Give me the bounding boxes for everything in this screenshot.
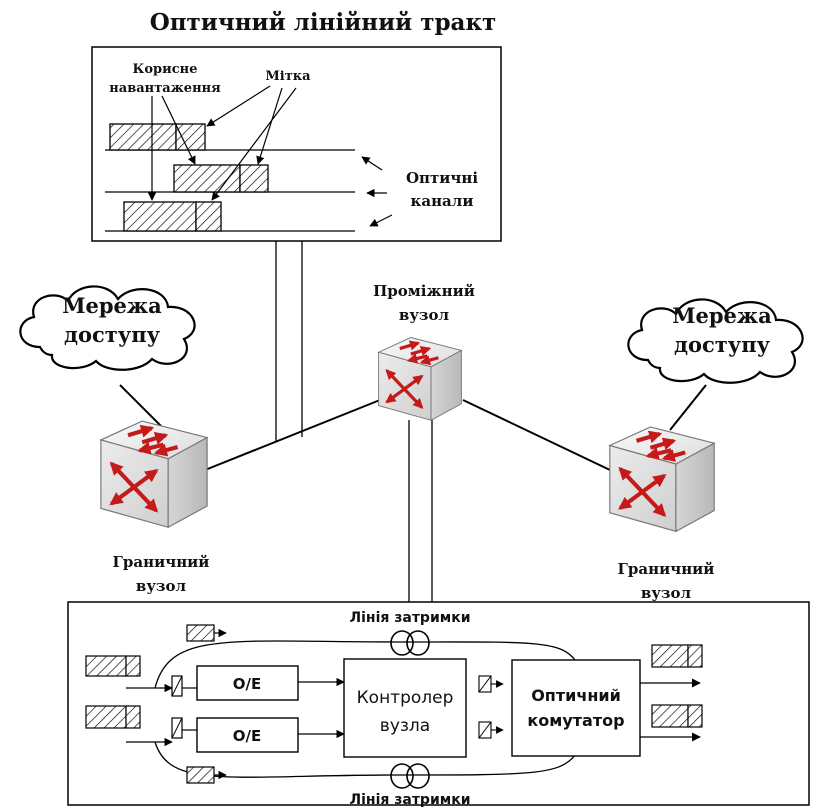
access-right-line1: Мережа [672,303,772,328]
oe-bottom-label: O/E [233,727,261,745]
packet-channel-2 [173,164,269,193]
access-left-line1: Мережа [62,293,162,318]
node-controller [343,658,467,758]
intermediate-node-line1: Проміжний [373,282,475,300]
node-internals-panel: Лінія затримки Лінія затримки O [67,601,810,808]
packet-channel-3 [123,201,222,232]
router-cube-icon [101,421,207,527]
diagram-title: Оптичний лінійний тракт [150,9,497,36]
oe-top-label: O/E [233,675,261,693]
delay-line-top-label: Лінія затримки [349,610,470,626]
edge-left-line2: вузол [136,577,187,595]
edge-left-line1: Граничний [113,553,210,571]
fiber-coil-icon [390,630,430,656]
delay-line-top [154,640,576,689]
oe-converter-bottom [196,717,299,753]
delay-line-bottom-label: Лінія затримки [349,792,470,808]
link-tube-top [275,241,303,442]
input-packet-bottom [85,705,141,729]
hatched-packet-icon [186,766,227,784]
controller-line2: вузла [380,716,430,736]
optical-switch [511,659,641,757]
payload-label-line1: Корисне [133,62,198,77]
fiber-coil-icon [390,763,430,789]
controller-line1: Контролер [357,688,454,708]
optical-channels-line1: Оптичні [406,169,478,187]
input-packet-top [85,655,141,677]
payload-label-line2: навантаження [109,81,221,96]
switch-line1: Оптичний [531,686,621,705]
intermediate-node-line2: вузол [399,306,450,324]
edge-node-left: Граничний вузол [101,421,210,595]
output-packet-top [651,644,703,668]
oe-converter-top [196,665,299,701]
edge-right-line2: вузол [641,584,692,602]
delay-line-bottom [154,741,576,778]
edge-right-line1: Граничний [618,560,715,578]
access-left-line2: доступу [64,322,161,347]
router-cube-icon [379,338,462,421]
output-packet-bottom [651,704,703,728]
switch-line2: комутатор [527,711,624,730]
link-tube-bottom [408,420,433,602]
access-network-right: Мережа доступу [627,298,804,385]
optical-channels-line2: канали [411,192,474,210]
optical-line-path-panel: Корисне навантаження Мітка [91,46,502,242]
intermediate-node: Проміжний вузол [373,282,475,420]
hatched-packet-icon [186,624,227,642]
packet-channel-1 [109,123,206,151]
access-right-line2: доступу [674,332,771,357]
edge-node-right: Граничний вузол [610,427,715,602]
label-label: Мітка [265,69,311,84]
router-cube-icon [610,427,714,531]
access-network-left: Мережа доступу [19,285,196,372]
network-links [119,384,707,471]
